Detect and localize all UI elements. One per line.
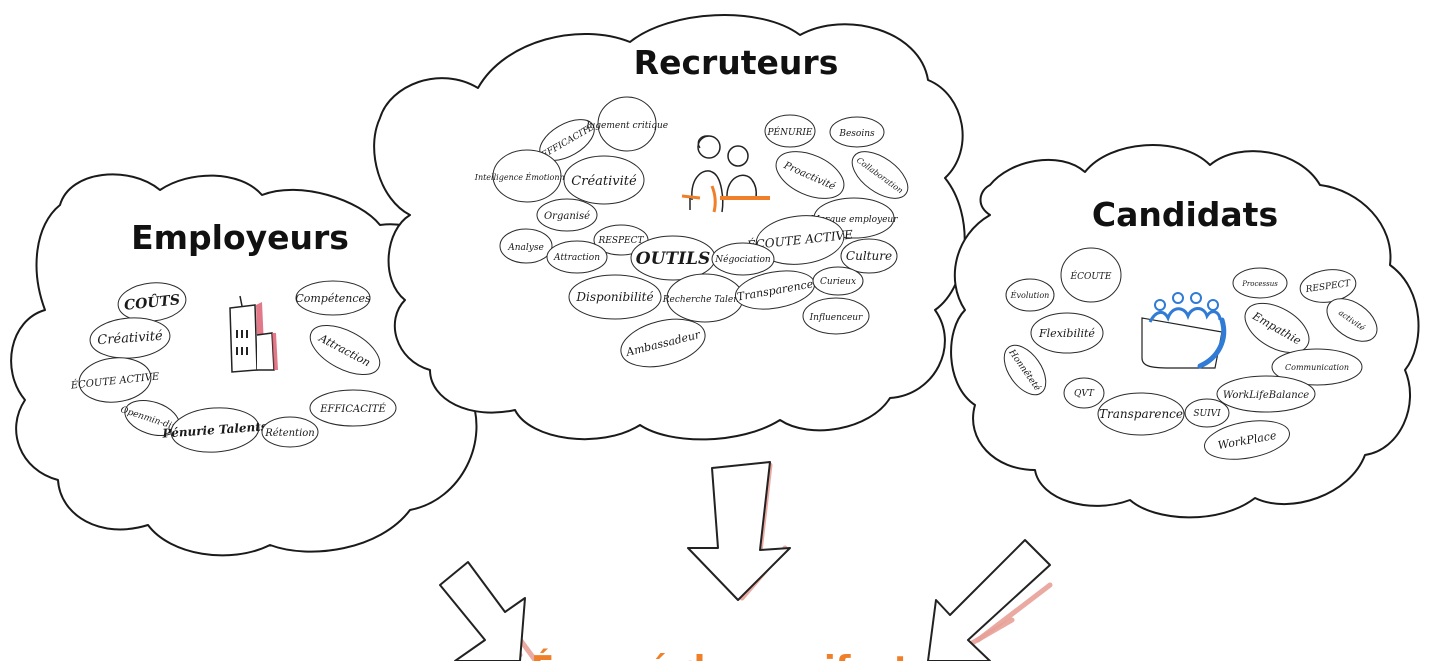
recruiters-title: Recruteurs — [634, 43, 839, 82]
svg-text:Intelligence Émotionnelle: Intelligence Émotionnelle — [474, 173, 580, 182]
keyword-bubble: Culture — [840, 238, 898, 274]
svg-text:Influenceur: Influenceur — [809, 313, 863, 323]
employers-title: Employeurs — [131, 218, 349, 257]
svg-text:Compétences: Compétences — [295, 292, 371, 305]
svg-text:Disponibilité: Disponibilité — [575, 290, 653, 304]
group-icon — [1141, 292, 1227, 369]
svg-text:Flexibilité: Flexibilité — [1038, 327, 1095, 340]
manifesto-headline: Énoncé du manifeste — [531, 648, 933, 661]
svg-text:RESPECT: RESPECT — [597, 236, 644, 246]
keyword-bubble: WorkPlace — [1204, 420, 1290, 460]
keyword-bubble: Analyse — [499, 228, 553, 264]
svg-text:OUTILS: OUTILS — [636, 249, 710, 269]
keyword-bubble: COÛTS — [117, 282, 187, 322]
svg-text:Attraction: Attraction — [553, 253, 600, 263]
svg-text:Évolution: Évolution — [1010, 291, 1050, 300]
svg-text:Rétention: Rétention — [264, 428, 315, 439]
keyword-bubble: EFFICACITÉ — [309, 389, 397, 427]
svg-text:EFFICACITÉ: EFFICACITÉ — [319, 403, 386, 415]
keyword-bubble: Intelligence Émotionnelle — [474, 149, 580, 203]
keyword-bubble: Honnêteté — [1003, 344, 1047, 396]
keyword-bubble: Disponibilité — [568, 274, 662, 320]
keyword-bubble: OUTILS — [630, 235, 716, 281]
svg-text:Processus: Processus — [1241, 280, 1278, 288]
keyword-bubble: SUIVI — [1184, 398, 1230, 428]
keyword-bubble: Créativité — [89, 317, 171, 359]
keyword-bubble: Processus — [1232, 267, 1288, 299]
keyword-bubble: Organisé — [536, 198, 598, 232]
keyword-bubble: PÉNURIE — [764, 114, 816, 148]
keyword-bubble: ÉCOUTE — [1060, 247, 1122, 303]
svg-text:Marque employeur: Marque employeur — [809, 215, 898, 225]
svg-text:SUIVI: SUIVI — [1193, 409, 1221, 419]
keyword-bubble: Compétences — [295, 280, 371, 316]
keyword-bubble: Besoins — [829, 116, 885, 148]
keyword-bubble: Rétention — [261, 416, 319, 448]
keyword-bubble: activité — [1326, 298, 1378, 342]
keyword-bubble: Transparence — [1097, 392, 1185, 436]
arrow-right — [927, 539, 1053, 662]
keyword-bubble: Créativité — [563, 155, 645, 205]
keyword-bubble: Ambassadeur — [620, 318, 706, 368]
svg-text:Créativité: Créativité — [571, 174, 637, 189]
keyword-bubble: Évolution — [1005, 278, 1055, 312]
svg-text:Jugement critique: Jugement critique — [584, 121, 668, 131]
candidates-title: Candidats — [1092, 195, 1278, 234]
svg-text:Transparence: Transparence — [1099, 407, 1183, 421]
svg-text:Organisé: Organisé — [544, 211, 590, 222]
keyword-bubble: Pénurie Talents — [161, 407, 268, 453]
keyword-bubble: Jugement critique — [584, 96, 668, 152]
svg-text:Curieux: Curieux — [820, 277, 856, 287]
svg-text:Besoins: Besoins — [838, 129, 875, 139]
building-icon — [229, 295, 278, 373]
svg-text:Recherche Talents: Recherche Talents — [662, 295, 748, 305]
svg-text:QVT: QVT — [1074, 389, 1095, 399]
keyword-bubble: ÉCOUTE ACTIVE — [69, 357, 161, 403]
svg-text:Analyse: Analyse — [507, 243, 544, 253]
keyword-bubble: Attraction — [546, 240, 608, 274]
svg-text:WorkLifeBalance: WorkLifeBalance — [1223, 390, 1309, 401]
svg-text:Communication: Communication — [1285, 363, 1349, 372]
keyword-bubble: Curieux — [812, 266, 864, 296]
svg-text:PÉNURIE: PÉNURIE — [767, 126, 813, 138]
keyword-bubble: QVT — [1063, 377, 1105, 409]
svg-text:Créativité: Créativité — [97, 329, 164, 349]
keyword-bubble: RESPECT — [1299, 269, 1357, 303]
svg-text:Culture: Culture — [846, 249, 892, 263]
keyword-bubble: Flexibilité — [1030, 312, 1104, 354]
arrow-center — [687, 461, 791, 601]
svg-text:Négociation: Négociation — [714, 254, 771, 265]
svg-text:ÉCOUTE: ÉCOUTE — [1070, 270, 1112, 282]
svg-text:COÛTS: COÛTS — [123, 290, 181, 314]
keyword-bubble: WorkLifeBalance — [1216, 375, 1316, 413]
keyword-bubble: Proactivité — [775, 151, 845, 199]
recruiters-icon — [681, 135, 770, 213]
cloud-recruiters — [373, 14, 966, 441]
arrow-left — [439, 561, 538, 663]
keyword-bubble: Communication — [1271, 348, 1363, 386]
keyword-bubble: Négociation — [711, 242, 775, 276]
keyword-bubble: Influenceur — [802, 297, 870, 335]
